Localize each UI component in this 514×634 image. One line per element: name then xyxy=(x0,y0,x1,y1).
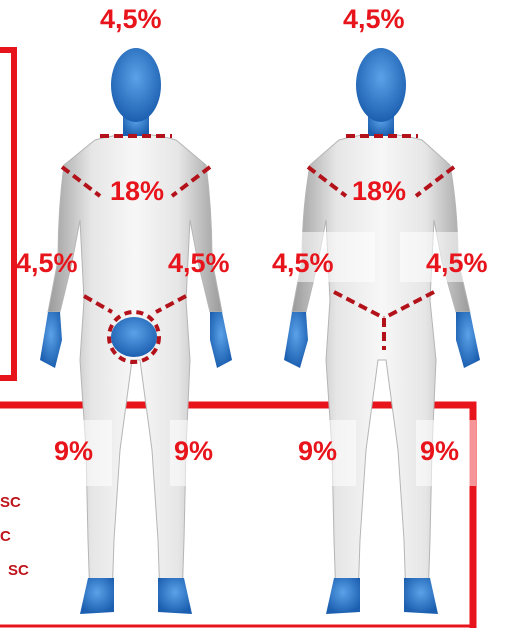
back-trunk-percent: 18% xyxy=(352,176,406,206)
front-left-hand-blue xyxy=(210,312,232,368)
back-right-hand-blue xyxy=(456,312,480,368)
back-right-leg-percent: 9% xyxy=(420,436,459,466)
front-left-foot-blue xyxy=(158,578,192,614)
front-trunk-percent: 18% xyxy=(110,176,164,206)
front-right-foot-blue xyxy=(80,578,114,614)
back-left-hand-blue xyxy=(284,312,308,368)
front-right-arm-percent: 4,5% xyxy=(16,248,78,278)
back-right-foot-blue xyxy=(404,578,438,614)
front-head-blue xyxy=(111,48,161,122)
front-right-hand-blue xyxy=(40,312,62,368)
back-left-arm-percent: 4,5% xyxy=(272,248,334,278)
back-head-percent: 4,5% xyxy=(343,4,405,34)
back-body-figure xyxy=(284,48,480,614)
front-groin-blue xyxy=(111,317,157,357)
upper-frame-line xyxy=(0,50,14,378)
back-head-blue xyxy=(356,48,406,122)
front-head-percent: 4,5% xyxy=(100,4,162,34)
back-left-leg-percent: 9% xyxy=(298,436,337,466)
side-label-2: C xyxy=(0,528,11,546)
side-label-3: SC xyxy=(8,562,29,580)
back-right-arm-percent: 4,5% xyxy=(426,248,488,278)
side-label-1: SC xyxy=(0,494,21,512)
back-left-foot-blue xyxy=(326,578,360,614)
front-left-arm-percent: 4,5% xyxy=(168,248,230,278)
front-body-figure xyxy=(40,48,232,614)
front-right-leg-percent: 9% xyxy=(54,436,93,466)
front-left-leg-percent: 9% xyxy=(174,436,213,466)
